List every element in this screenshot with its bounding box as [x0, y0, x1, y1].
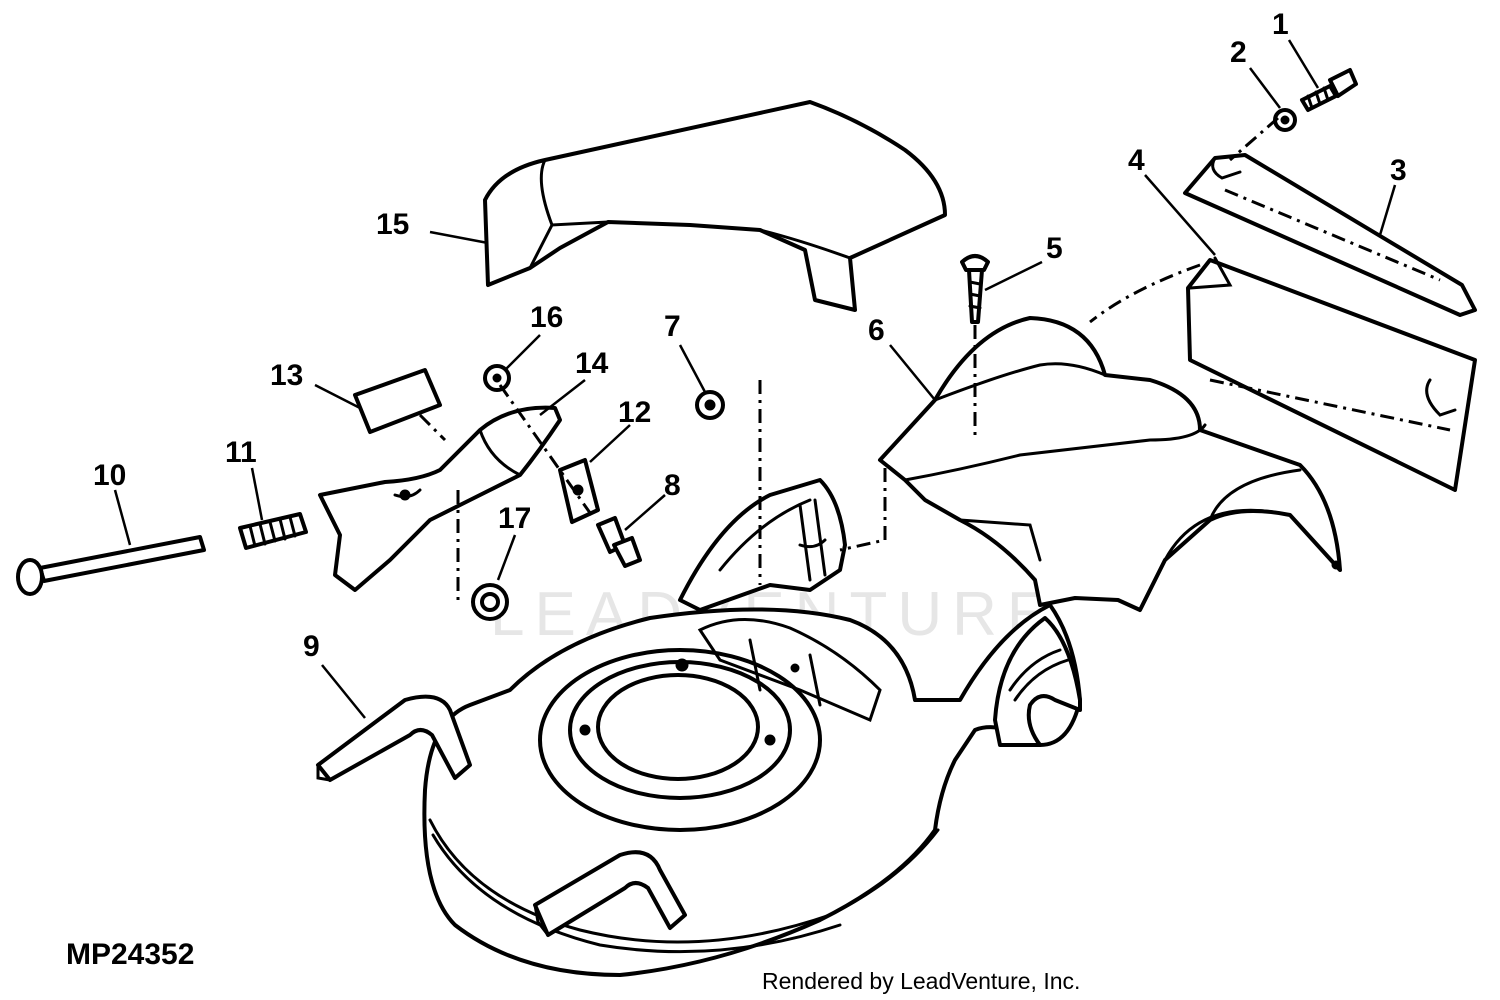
callout-17: 17 [498, 502, 531, 535]
part-9-mower-deck [316, 478, 1082, 977]
part-1-bolt [1300, 68, 1358, 112]
callout-13: 13 [270, 359, 303, 392]
part-17-nut [471, 583, 509, 621]
credit-line: Rendered by LeadVenture, Inc. [762, 968, 1081, 994]
callout-10: 10 [93, 459, 126, 492]
part-16-nut [483, 364, 511, 392]
part-5-bolt [960, 254, 990, 324]
assembly-lines [418, 116, 1451, 600]
part-12-plate [558, 458, 600, 524]
part-2-washer [1273, 108, 1297, 132]
callout-3: 3 [1390, 154, 1407, 187]
part-14-lever-bracket [318, 405, 562, 592]
part-7-nut [695, 390, 725, 420]
callout-15: 15 [376, 208, 409, 241]
callout-2: 2 [1230, 36, 1247, 69]
part-3-hinge-rod [1183, 153, 1477, 317]
part-15-rear-shield [483, 100, 947, 312]
callout-8: 8 [664, 469, 681, 502]
part-13-label [353, 368, 442, 434]
callouts: 1 2 3 4 5 6 7 8 9 10 11 12 13 14 15 16 1… [93, 8, 1407, 663]
part-10-axle [16, 535, 206, 596]
callout-12: 12 [618, 396, 651, 429]
callout-6: 6 [868, 314, 885, 347]
callout-5: 5 [1046, 232, 1063, 265]
callout-14: 14 [575, 347, 609, 380]
callout-7: 7 [664, 310, 681, 343]
callout-9: 9 [303, 630, 320, 663]
part-4-rear-flap [1186, 256, 1477, 492]
leader-lines [113, 39, 1397, 719]
part-8-stud [596, 516, 642, 568]
part-11-spring [238, 512, 308, 550]
callout-11: 11 [225, 436, 257, 469]
part-6-rear-housing [878, 316, 1342, 612]
figure-id: MP24352 [66, 938, 195, 971]
callout-16: 16 [530, 301, 563, 334]
callout-4: 4 [1128, 144, 1145, 177]
callout-1: 1 [1272, 8, 1289, 41]
